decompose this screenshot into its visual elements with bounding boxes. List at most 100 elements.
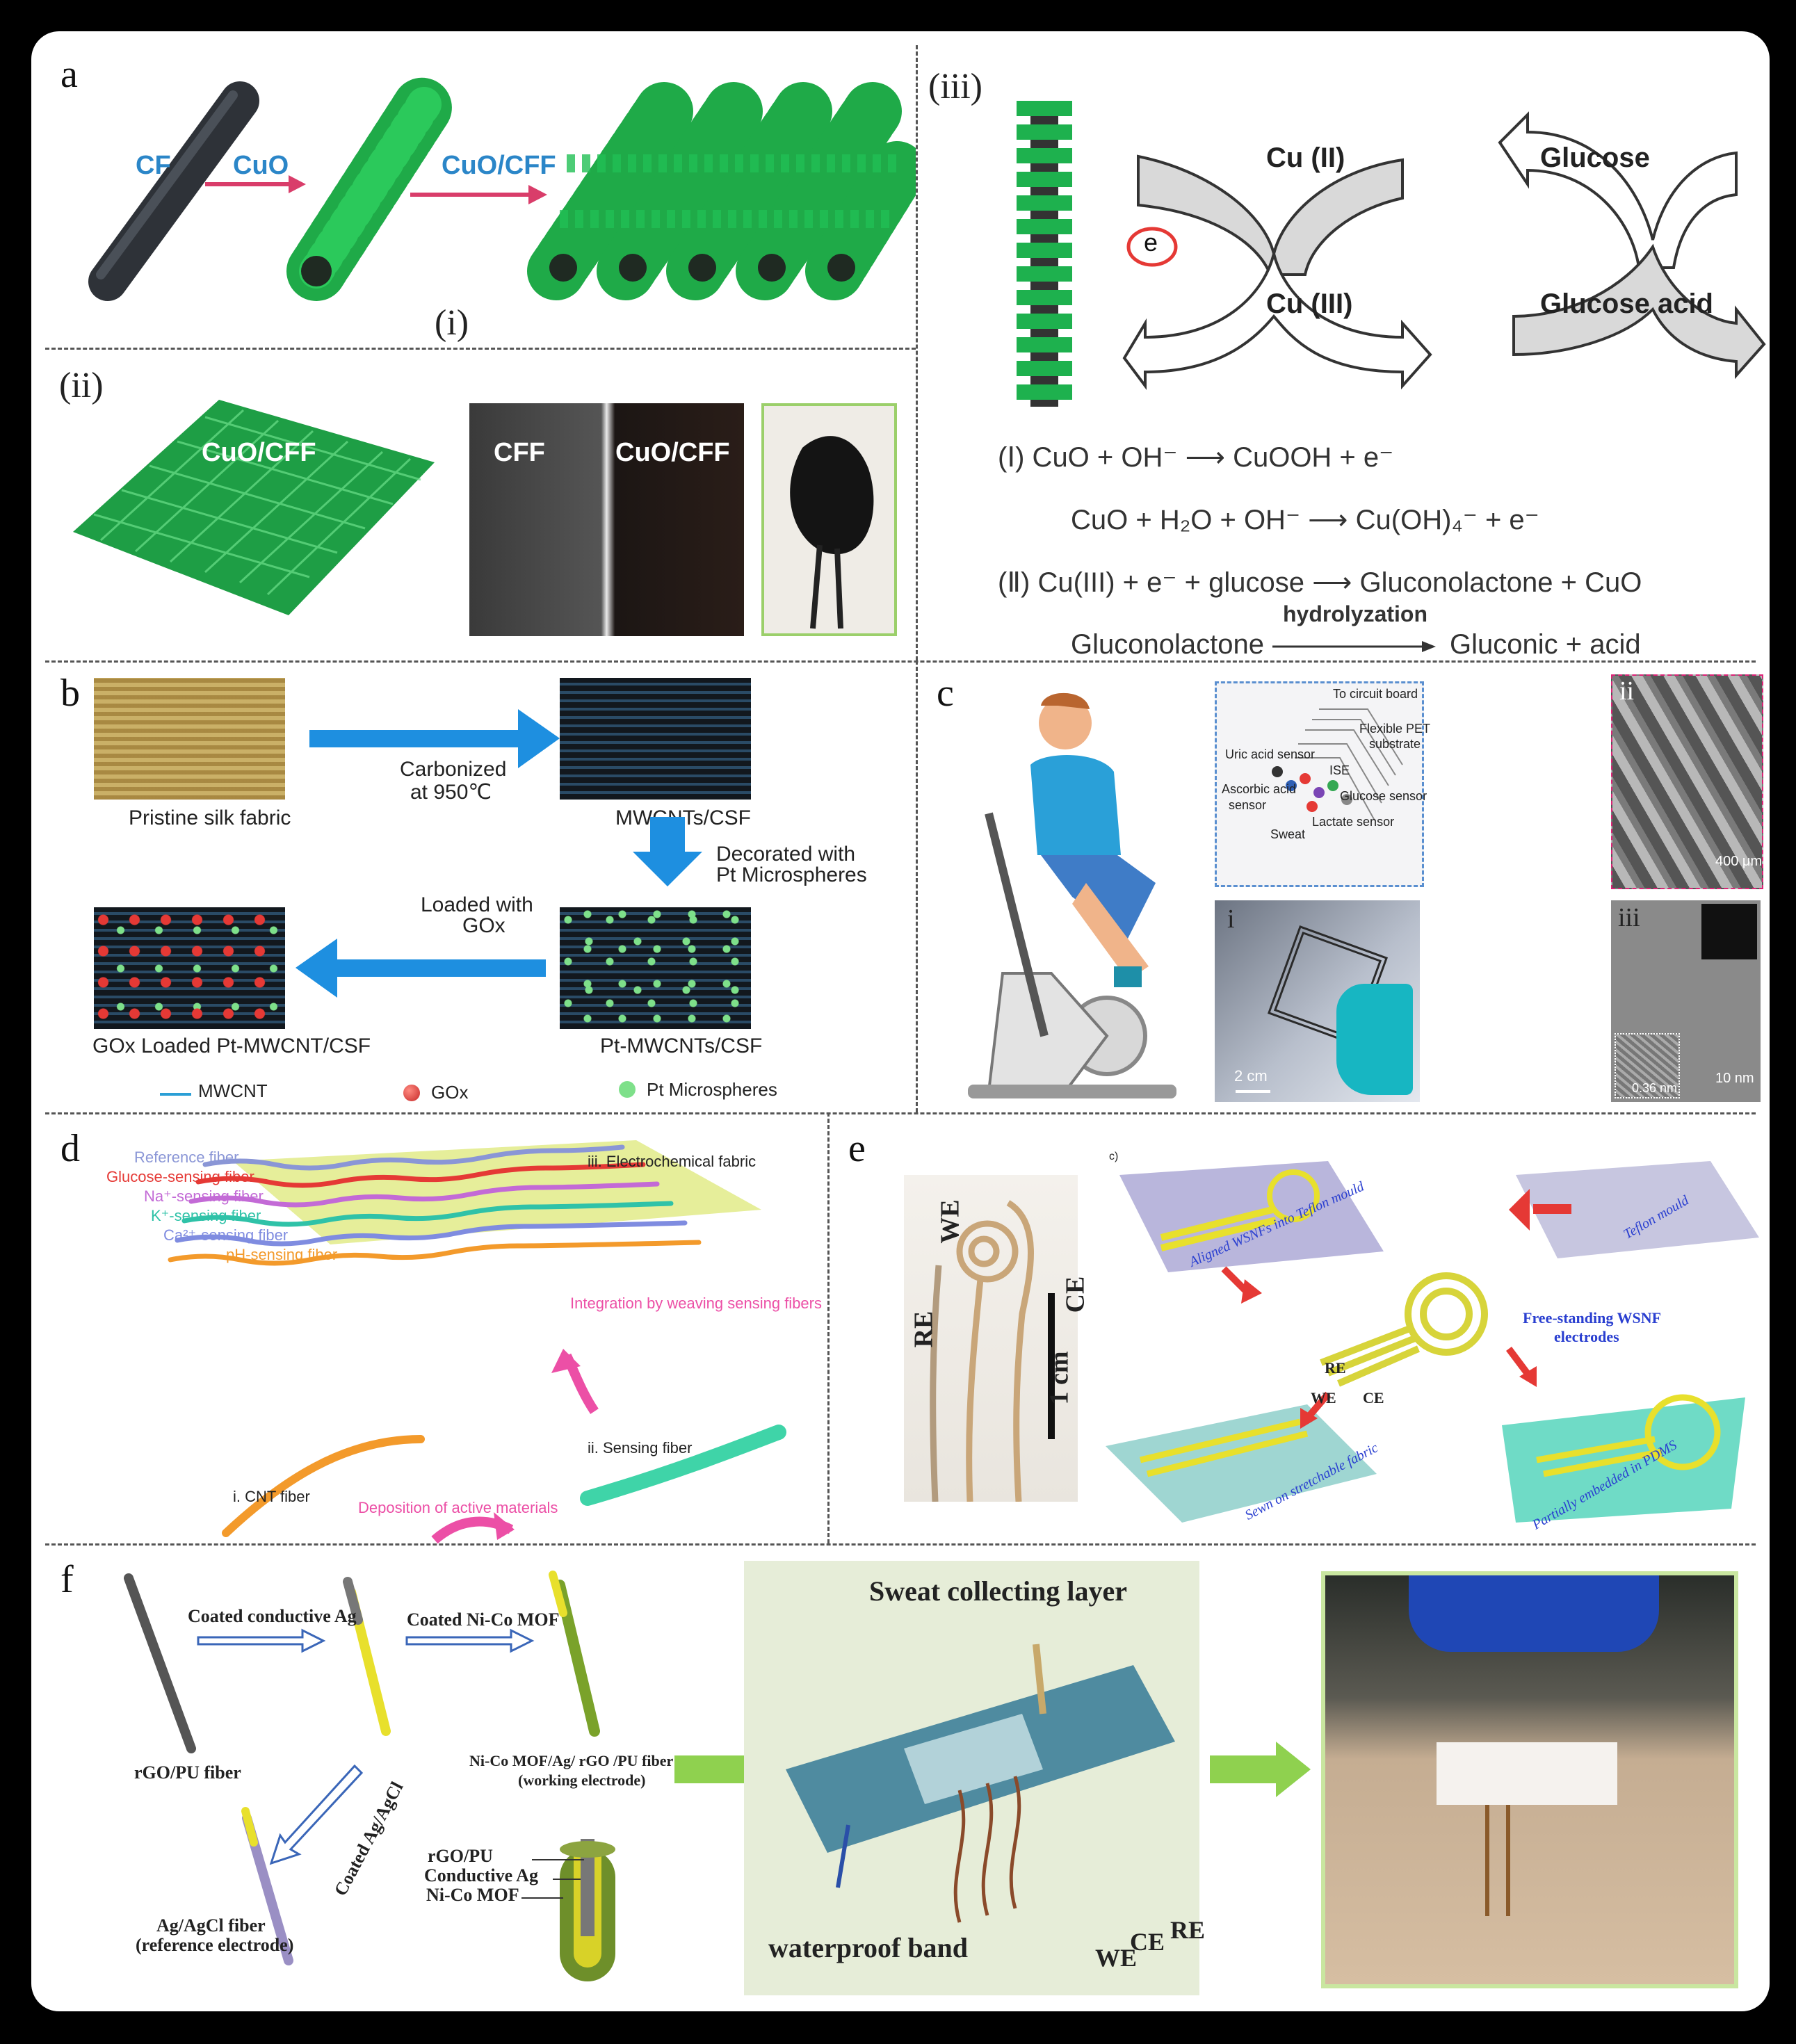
gox-loaded-label: GOx Loaded Pt-MWCNT/CSF	[92, 1035, 371, 1057]
legend-mwcnt-swatch	[160, 1093, 191, 1096]
carbonized-label: Carbonized	[400, 758, 507, 781]
coated-ag-label: Coated conductive Ag	[188, 1606, 357, 1626]
panel-c: c To circuit board Flexible PET s	[916, 660, 1770, 1112]
schematic-re-label: RE	[1325, 1359, 1346, 1377]
loaded-label: Loaded with	[421, 893, 533, 916]
glucose-fiber-label: Glucose-sensing fiber	[106, 1168, 254, 1185]
ph-fiber-label: pH-sensing fiber	[226, 1246, 338, 1263]
photo-we-label: WE	[935, 1199, 965, 1244]
glucose-sensor-label: Glucose sensor	[1340, 789, 1427, 803]
photo-label-cuo-cff: CuO/CFF	[615, 438, 730, 467]
hydrolyzation-arrow	[1272, 641, 1436, 652]
cuo-coated-fiber	[286, 74, 454, 301]
layer-ag-label: Conductive Ag	[424, 1865, 538, 1885]
sensor-patch-traces	[1272, 708, 1403, 821]
pt-microspheres-label: Pt Microspheres	[716, 863, 867, 886]
reference-electrode-label: (reference electrode)	[136, 1935, 294, 1955]
mwcnt-csf-tile	[560, 678, 751, 800]
ca-fiber-label: Ca²⁺-sensing fiber	[163, 1226, 289, 1244]
legend-gox: GOx	[431, 1082, 469, 1103]
panel-label-a: a	[60, 53, 78, 96]
divider-row2	[45, 1112, 1756, 1114]
sweat-label: Sweat	[1270, 827, 1306, 841]
cnt-fiber-label: i. CNT fiber	[233, 1488, 310, 1505]
divider-row3	[45, 1543, 1756, 1546]
cyclist-illustration	[968, 692, 1176, 1098]
panel-label-e: e	[848, 1127, 866, 1170]
scale-2cm-label: 2 cm	[1234, 1067, 1268, 1085]
legend-pt-swatch	[619, 1081, 636, 1098]
divider-de	[827, 1112, 830, 1543]
sub-label-c-i: i	[1227, 905, 1235, 934]
photo-label-cff: CFF	[494, 438, 545, 467]
sem-image	[1611, 674, 1763, 889]
process-arrows	[296, 709, 702, 998]
divider-a-vertical	[916, 45, 918, 660]
electrochemical-fabric-diagram	[168, 1140, 786, 1543]
corner-label: c)	[1109, 1151, 1119, 1162]
schematic-we-label: WE	[1311, 1389, 1336, 1406]
temperature-label: at 950℃	[410, 781, 492, 804]
photo-re-label: RE	[909, 1311, 939, 1348]
layer-mof-label: Ni-Co MOF	[426, 1885, 519, 1905]
scale-400-label: 400 μm	[1715, 854, 1763, 869]
pt-mwcnt-label: Pt-MWCNTs/CSF	[600, 1035, 763, 1057]
panel-label-b: b	[60, 672, 80, 715]
label-cu-iii: Cu (III)	[1266, 289, 1353, 319]
divider-a-horizontal	[45, 348, 916, 350]
panel-label-c: c	[937, 672, 954, 715]
legend-pt: Pt Microspheres	[647, 1079, 777, 1100]
ascorbic-label: Ascorbic acid	[1222, 782, 1297, 796]
carbon-fiber-rod	[88, 81, 259, 301]
to-circuit-label: To circuit board	[1333, 687, 1418, 701]
free-standing-label: Free-standing WSNF	[1523, 1309, 1662, 1327]
coated-mof-label: Coated Ni-Co MOF	[407, 1609, 560, 1630]
gox-step-label: GOx	[462, 914, 505, 937]
sensing-fiber-label: ii. Sensing fiber	[588, 1439, 693, 1457]
fiber-cross-section	[560, 1839, 615, 1981]
cuo-cff-fabric-illustration	[73, 400, 435, 615]
equation-4-left: Gluconolactone	[1071, 629, 1264, 660]
photo-ce-label: CE	[1060, 1276, 1090, 1313]
legend-gox-swatch	[403, 1085, 420, 1101]
sub-label-c-ii: ii	[1619, 676, 1635, 706]
free-standing-electrode	[1320, 1272, 1488, 1387]
cuo-cff-fibers	[527, 82, 916, 300]
band-re-label: RE	[1170, 1916, 1206, 1944]
pristine-silk-tile	[94, 678, 285, 800]
equation-2: CuO + H₂O + OH⁻ ⟶ Cu(OH)₄⁻ + e⁻	[1071, 505, 1539, 535]
wsnf-fabrication-flow	[1106, 1161, 1759, 1523]
sub-label-c-iii: iii	[1618, 903, 1640, 932]
photo-cff-comparison	[469, 403, 744, 636]
photo-arm-wearable	[1321, 1571, 1738, 1988]
scale-10nm-label: 10 nm	[1715, 1071, 1754, 1086]
rgo-fiber-label: rGO/PU fiber	[134, 1762, 241, 1783]
label-glucose-acid: Glucose acid	[1540, 289, 1713, 319]
agcl-fiber-label: Ag/AgCl fiber	[156, 1915, 266, 1936]
waterproof-label: waterproof band	[768, 1932, 969, 1963]
panel-e: e WE RE CE 1 cm c)	[827, 1112, 1770, 1543]
fabric-label: CuO/CFF	[202, 438, 316, 467]
electron-marker	[1126, 227, 1178, 267]
deposition-label: Deposition of active materials	[358, 1499, 558, 1516]
sub-label-i: (i)	[435, 303, 469, 343]
panel-f: f Coated condu	[31, 1543, 1770, 2011]
photo-bent-fabric	[761, 403, 897, 636]
working-electrode-label: (working electrode)	[518, 1771, 646, 1789]
fiber-fabrication-steps	[124, 1571, 615, 1981]
layer-rgo-label: rGO/PU	[428, 1846, 493, 1866]
legend-mwcnt: MWCNT	[198, 1080, 268, 1101]
uric-acid-label: Uric acid sensor	[1225, 747, 1316, 761]
label-cuo-cff: CuO/CFF	[442, 151, 556, 180]
na-fiber-label: Na⁺-sensing fiber	[144, 1187, 264, 1205]
electrochemical-fabric-label: iii. Electrochemical fabric	[588, 1153, 757, 1170]
equation-3: (Ⅱ) Cu(III) + e⁻ + glucose ⟶ Gluconolact…	[998, 567, 1642, 598]
reference-fiber-label: Reference fiber	[134, 1149, 239, 1166]
panel-a: a	[31, 31, 1766, 660]
equation-1: (Ⅰ) CuO + OH⁻ ⟶ CuOOH + e⁻	[998, 442, 1394, 473]
electrodes-label: electrodes	[1554, 1328, 1619, 1345]
decorated-label: Decorated with	[716, 843, 856, 866]
integration-label: Integration by weaving sensing fibers	[570, 1295, 822, 1312]
redox-cycle-diagram	[1017, 101, 1766, 407]
band-ce-label: CE	[1130, 1928, 1165, 1956]
